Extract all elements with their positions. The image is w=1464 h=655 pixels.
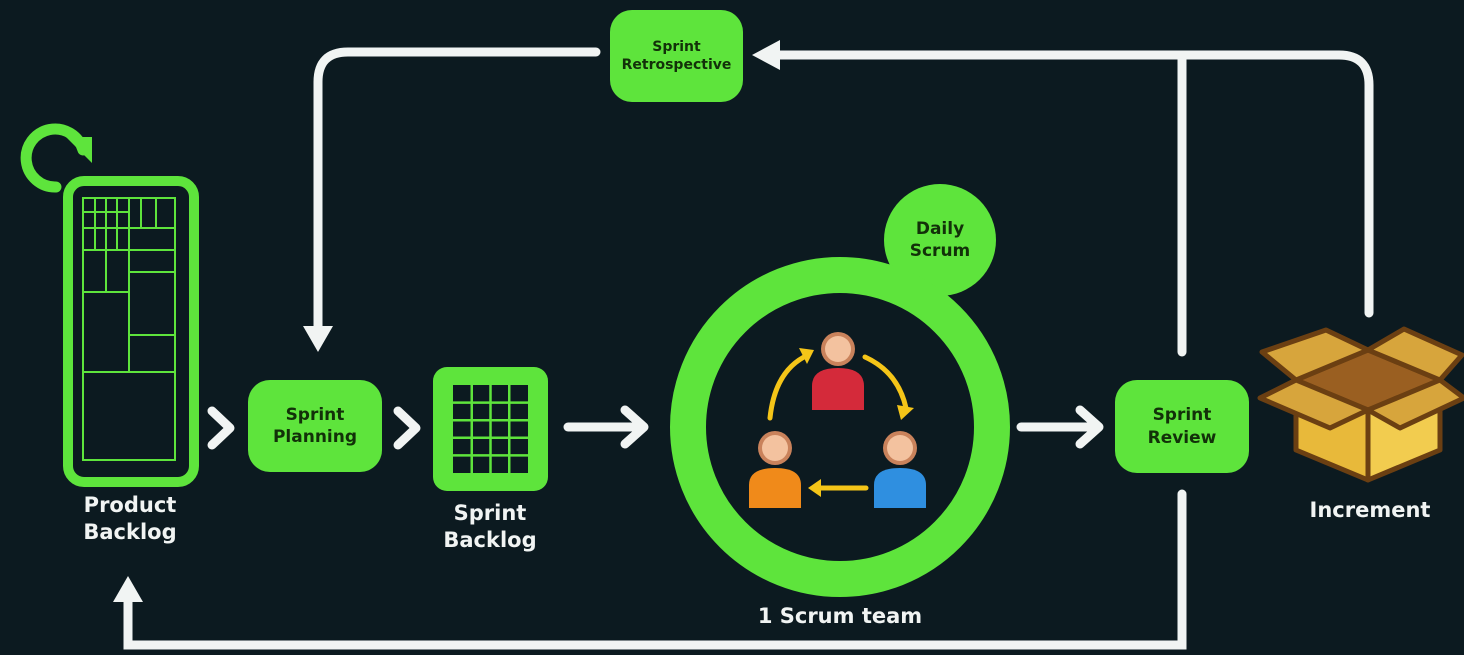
- sprint-planning-line2: Planning: [272, 427, 358, 447]
- sprint-retrospective-node: Sprint Retrospective: [610, 10, 743, 102]
- daily-scrum-bubble: [884, 184, 996, 296]
- sprint-retrospective-line2: Retrospective: [621, 57, 732, 73]
- chevron-backlog-to-planning: [207, 406, 235, 450]
- review-to-retrospective-connector: [770, 50, 1374, 357]
- sprint-review-node: Sprint Review: [1115, 380, 1249, 473]
- sprint-backlog-grid-icon: [433, 367, 548, 491]
- review-to-product-backlog-connector: [123, 489, 1187, 650]
- team-cycle-icon: [749, 332, 926, 508]
- sprint-review-line2: Review: [1147, 427, 1217, 448]
- arrow-up-to-product-backlog: [113, 576, 143, 602]
- sprint-backlog-label: Sprint Backlog: [420, 500, 560, 555]
- scrum-team-label: 1 Scrum team: [757, 604, 923, 628]
- arrow-team-to-review: [1016, 405, 1104, 449]
- backlog-board-icon: [63, 176, 199, 487]
- arrow-left-to-retrospective: [752, 40, 780, 70]
- chevron-planning-to-sprint-backlog: [393, 406, 421, 450]
- daily-scrum-line2: Scrum: [909, 241, 971, 261]
- person-red-icon: [812, 332, 864, 410]
- sprint-backlog-line1: Sprint: [453, 501, 527, 525]
- increment-box-icon: [1257, 326, 1464, 483]
- sprint-retrospective-line1: Sprint: [652, 38, 701, 55]
- person-blue-icon: [874, 431, 926, 508]
- scrum-team-ring: [670, 257, 1010, 597]
- arrow-down-to-planning: [303, 326, 333, 352]
- product-backlog-label: Product Backlog: [60, 492, 200, 547]
- arrow-sprint-backlog-to-team: [563, 405, 649, 449]
- refresh-icon: [20, 123, 92, 193]
- product-backlog-line1: Product: [83, 493, 177, 517]
- sprint-planning-node: Sprint Planning: [248, 380, 382, 472]
- person-orange-icon: [749, 431, 801, 508]
- sprint-backlog-line2: Backlog: [443, 528, 537, 553]
- retrospective-to-planning-connector: [313, 47, 601, 335]
- sprint-review-line1: Sprint: [1152, 405, 1212, 426]
- increment-label: Increment: [1309, 498, 1431, 522]
- sprint-planning-line1: Sprint: [285, 404, 345, 425]
- daily-scrum-label: Daily Scrum: [890, 205, 990, 275]
- daily-scrum-line1: Daily: [915, 218, 965, 239]
- product-backlog-line2: Backlog: [83, 520, 177, 545]
